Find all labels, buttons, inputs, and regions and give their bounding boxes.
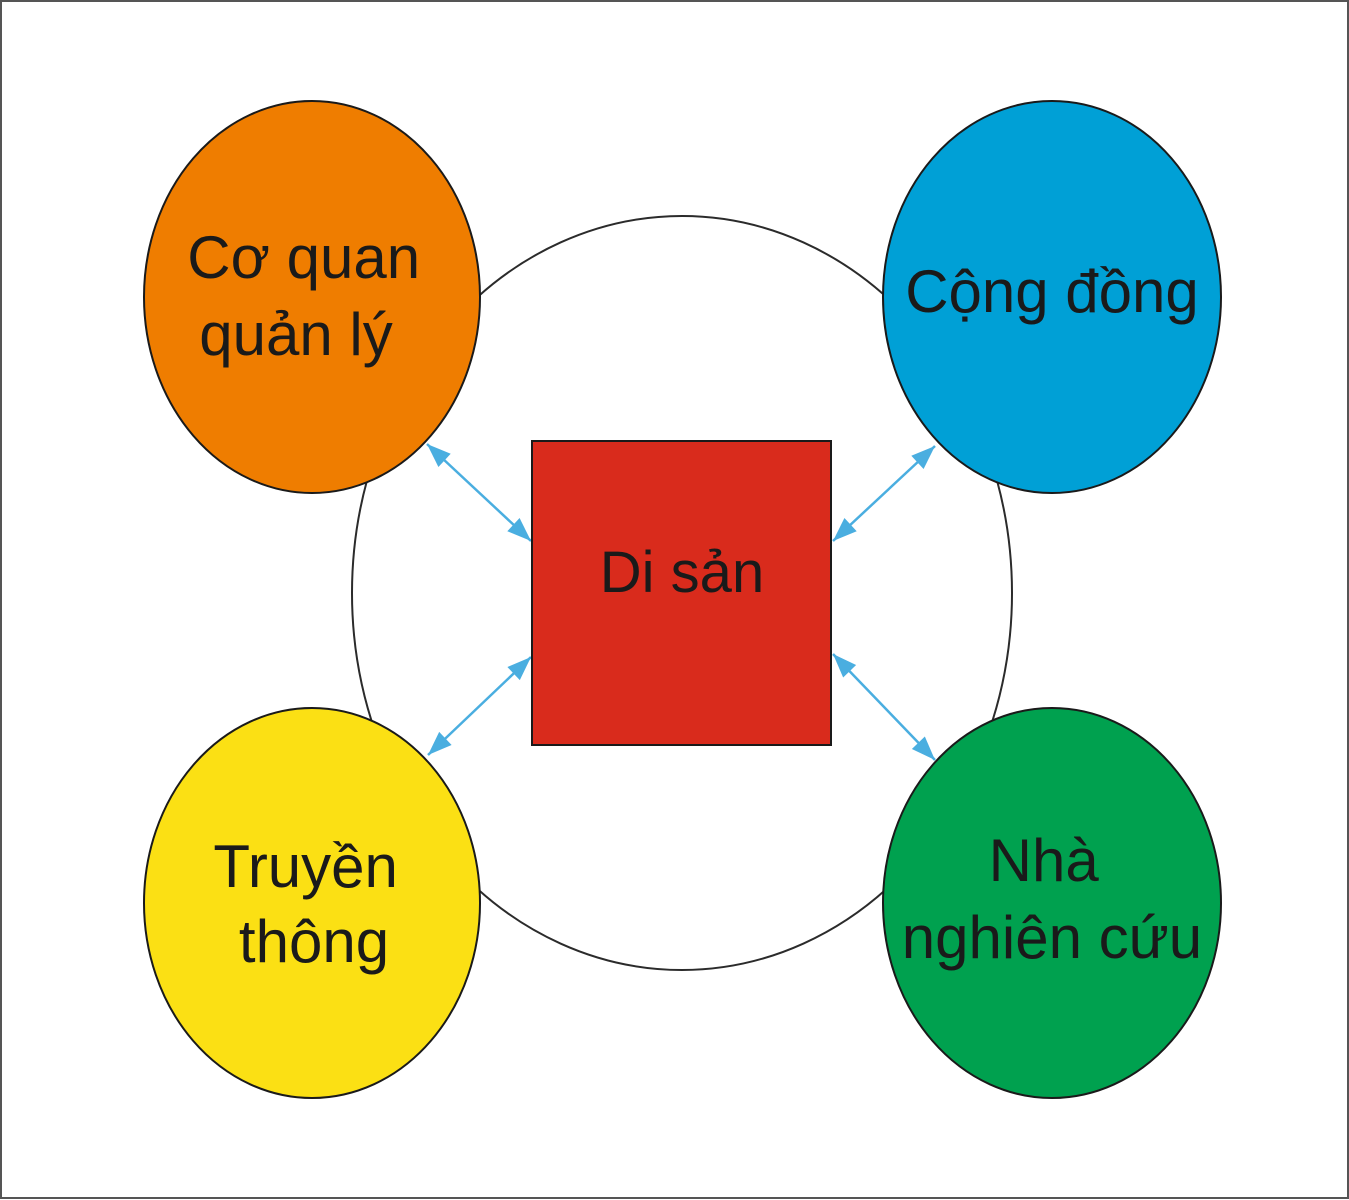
node-management-line-1: Cơ quan bbox=[187, 224, 420, 291]
arrow-media-head-start bbox=[428, 731, 452, 755]
connecting-ring bbox=[351, 215, 1013, 971]
node-management: Cơ quan quản lý bbox=[143, 100, 481, 494]
node-media: Truyền thông bbox=[143, 707, 481, 1099]
node-media-circle bbox=[143, 707, 481, 1099]
node-media-line-1: Truyền bbox=[213, 833, 398, 900]
node-community: Cộng đồng bbox=[882, 100, 1222, 494]
arrow-community-head-start bbox=[911, 446, 935, 469]
arrow-researchers-head-end bbox=[833, 654, 857, 678]
arrow-media-head-end bbox=[507, 657, 531, 681]
svg-text:Cộng đồng: Cộng đồng bbox=[905, 258, 1199, 325]
node-researchers-circle bbox=[882, 707, 1222, 1099]
arrow-researchers-head-start bbox=[911, 736, 935, 760]
center-heritage-label: Di sản bbox=[600, 540, 764, 605]
center-heritage-box bbox=[531, 440, 832, 746]
node-management-line-2: quản lý bbox=[199, 301, 392, 368]
node-management-circle bbox=[143, 100, 481, 494]
arrow-researchers-shaft bbox=[832, 653, 936, 761]
node-researchers-line-2: nghiên cứu bbox=[902, 904, 1202, 971]
arrow-community-head-end bbox=[833, 518, 857, 541]
node-researchers: Nhà nghiên cứu bbox=[882, 707, 1222, 1099]
node-community-circle bbox=[882, 100, 1222, 494]
center-heritage: Di sản bbox=[531, 440, 832, 746]
node-researchers-line-1: Nhà bbox=[989, 827, 1100, 894]
node-community-line-1: Cộng đồng bbox=[905, 258, 1199, 325]
arrow-management-head-start bbox=[427, 444, 451, 467]
svg-text:Cơ quan quản lý: Cơ quan quản lý bbox=[187, 224, 437, 368]
svg-text:Truyền thông: Truyền thông bbox=[213, 833, 414, 975]
arrows-group bbox=[426, 443, 936, 761]
node-media-line-2: thông bbox=[239, 908, 389, 975]
svg-text:Nhà nghiên cứu: Nhà nghiên cứu bbox=[902, 827, 1202, 971]
arrow-management-head-end bbox=[507, 518, 531, 541]
